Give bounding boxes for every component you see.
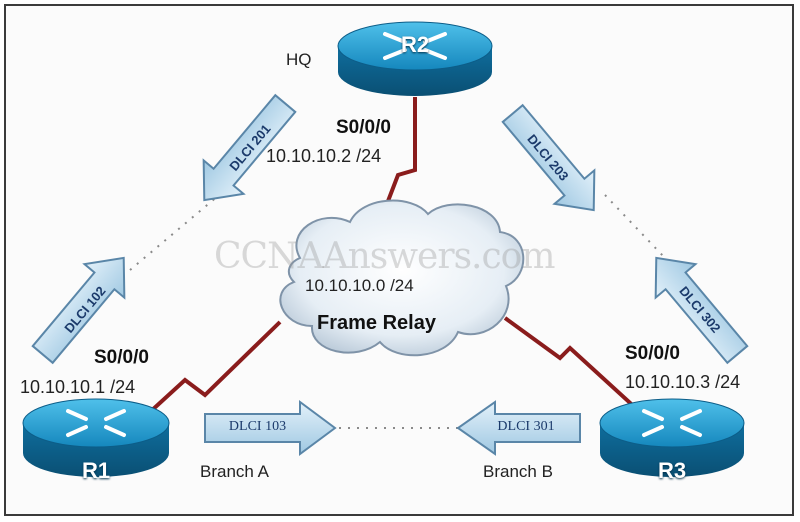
dlci-102-arrow <box>31 256 126 365</box>
dlci-103-arrow <box>204 400 337 456</box>
router-r2-name: R2 <box>400 32 430 57</box>
pvc-r1-r2-line <box>129 189 226 271</box>
dlci-302-arrow <box>654 256 749 365</box>
router-r2-icon <box>337 21 493 96</box>
router-r3-name: R3 <box>657 458 687 483</box>
pvc-r2-r3-line <box>604 194 666 259</box>
frame-relay-cloud <box>279 199 525 357</box>
site-branch-a-label: Branch A <box>200 462 269 481</box>
r1-interface-label: S0/0/0 <box>94 347 149 368</box>
router-r1-icon <box>22 398 170 477</box>
dlci-103-label: DLCI 103 <box>228 419 287 434</box>
cloud-title: Frame Relay <box>317 312 436 334</box>
router-r3-icon <box>599 398 745 477</box>
r3-ip-label: 10.10.10.3 /24 <box>625 372 741 392</box>
r2-ip-label: 10.10.10.2 /24 <box>266 146 382 166</box>
watermark-text: CCNAAnswers.com <box>214 236 555 277</box>
router-r1-name: R1 <box>81 458 111 483</box>
serial-link-r1 <box>148 320 282 414</box>
site-hq-label: HQ <box>286 50 312 69</box>
r3-interface-label: S0/0/0 <box>625 343 680 364</box>
dlci-301-label: DLCI 301 <box>497 419 555 434</box>
r2-interface-label: S0/0/0 <box>336 117 391 138</box>
r1-ip-label: 10.10.10.1 /24 <box>20 377 136 397</box>
pvc-dotted-lines <box>129 189 666 429</box>
serial-link-r3 <box>503 316 642 414</box>
dlci-301-arrow <box>456 400 581 456</box>
site-branch-b-label: Branch B <box>483 462 553 481</box>
dlci-201-arrow <box>202 93 297 202</box>
cloud-network-label: 10.10.10.0 /24 <box>305 276 414 295</box>
dlci-203-arrow <box>501 103 596 212</box>
